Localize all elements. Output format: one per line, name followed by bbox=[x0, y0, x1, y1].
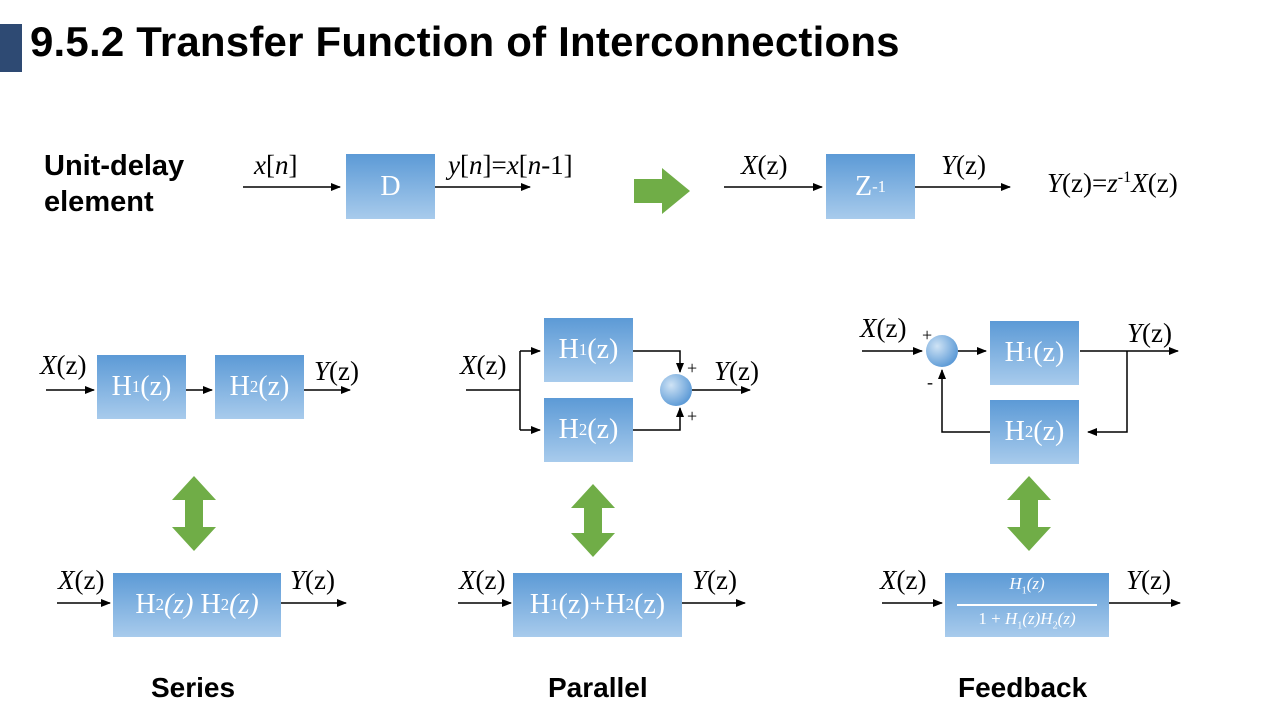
unit-delay-label-line1: Unit-delay bbox=[44, 150, 185, 182]
feedback-label: Feedback bbox=[958, 672, 1088, 703]
unit-delay-label-line2: element bbox=[44, 186, 154, 218]
unit-delay-label: Unit-delay element bbox=[44, 148, 184, 220]
title-accent-bar bbox=[0, 24, 22, 72]
series-input-label: X(z) bbox=[40, 350, 87, 380]
feedback-output-label: Y(z) bbox=[1127, 318, 1172, 348]
parallel-bottom-return bbox=[633, 407, 684, 431]
feedback-equivalence-icon bbox=[1007, 476, 1051, 551]
parallel-eq-output-label: Y(z) bbox=[692, 565, 737, 595]
parallel-top-return bbox=[633, 350, 684, 373]
parallel-sign-top: + bbox=[687, 358, 698, 378]
feedback-eq-input-label: X(z) bbox=[880, 565, 927, 595]
feedback-numerator: H1(z) bbox=[1009, 573, 1045, 597]
delay-relation: Y(z)=z-1X(z) bbox=[1047, 168, 1178, 198]
feedback-loop-wire bbox=[938, 369, 990, 433]
parallel-input-label: X(z) bbox=[460, 350, 507, 380]
feedback-sign-minus: - bbox=[927, 372, 933, 392]
feedback-equivalent-block: H1(z) 1 + H1(z)H2(z) bbox=[945, 573, 1109, 637]
z-output-signal: Y(z) bbox=[941, 150, 986, 180]
series-equivalence-icon bbox=[172, 476, 216, 551]
page-title: 9.5.2 Transfer Function of Interconnecti… bbox=[30, 18, 900, 65]
series-output-label: Y(z) bbox=[314, 356, 359, 386]
parallel-label: Parallel bbox=[548, 672, 648, 703]
feedback-eq-output-label: Y(z) bbox=[1126, 565, 1171, 595]
parallel-summing-junction bbox=[660, 374, 692, 406]
delay-block-z: Z-1 bbox=[826, 154, 915, 219]
feedback-denominator: 1 + H1(z)H2(z) bbox=[978, 608, 1076, 632]
feedback-summing-junction bbox=[926, 335, 958, 367]
series-eq-output-label: Y(z) bbox=[290, 565, 335, 595]
fraction-bar bbox=[957, 604, 1097, 606]
feedback-return-wire bbox=[1087, 351, 1128, 436]
feedback-sign-plus: + bbox=[922, 325, 933, 345]
delay-block-d: D bbox=[346, 154, 435, 219]
parallel-sign-bottom: + bbox=[687, 406, 698, 426]
right-arrow-icon bbox=[634, 168, 690, 214]
feedback-input-label: X(z) bbox=[860, 313, 907, 343]
feedback-fraction: H1(z) 1 + H1(z)H2(z) bbox=[957, 573, 1097, 637]
time-input-signal: x[n] bbox=[254, 150, 298, 180]
time-output-signal: y[n]=x[n-1] bbox=[448, 150, 573, 180]
series-label: Series bbox=[151, 672, 236, 703]
series-eq-input-label: X(z) bbox=[58, 565, 105, 595]
parallel-eq-input-label: X(z) bbox=[459, 565, 506, 595]
parallel-output-label: Y(z) bbox=[714, 356, 759, 386]
z-input-signal: X(z) bbox=[741, 150, 788, 180]
parallel-equivalence-icon bbox=[571, 484, 615, 557]
